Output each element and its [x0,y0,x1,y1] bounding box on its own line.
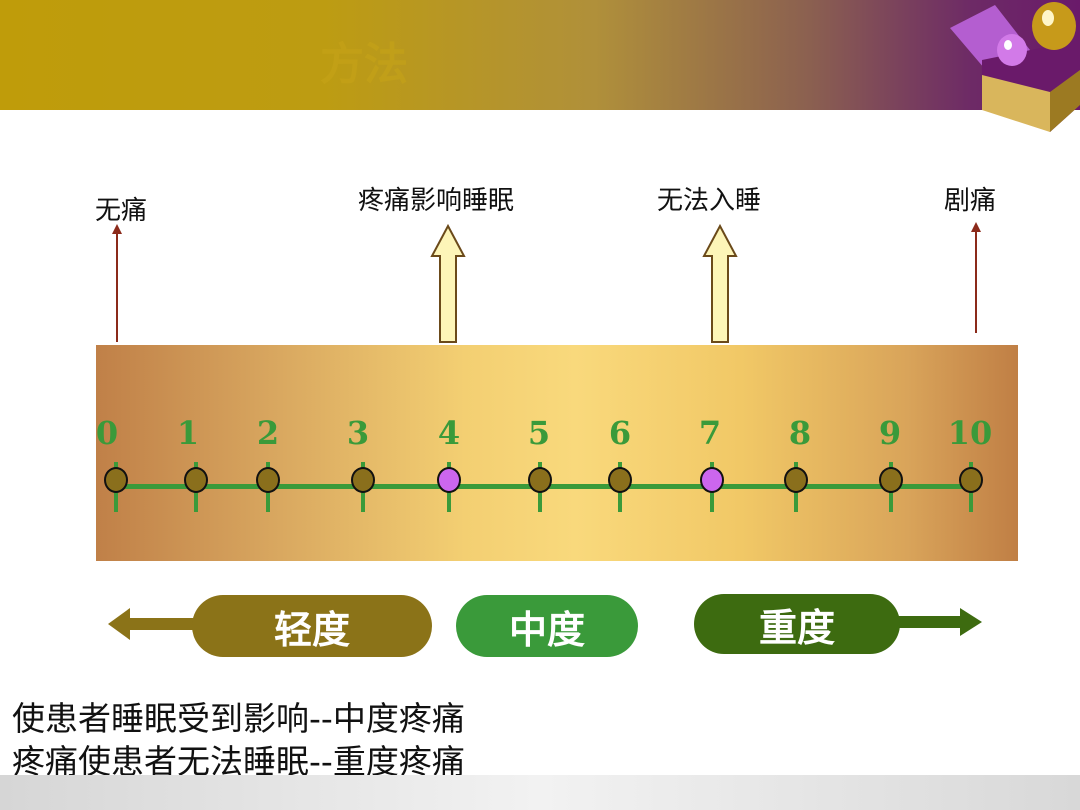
label-severe-pain: 剧痛 [944,186,997,216]
slide-title: 方法 [320,39,408,90]
scale-point [256,467,280,493]
scale-point [528,467,552,493]
scale-point [879,467,903,493]
scale-number: 5 [527,414,551,452]
scale-number: 6 [608,414,632,452]
mild-pill: 轻度 [192,595,432,657]
right-arrow-icon [890,608,982,636]
scale-number: 8 [788,414,812,452]
scale-point [351,467,375,493]
thin-arrow-icon [971,222,981,333]
label-no-pain: 无痛 [95,196,148,226]
thin-arrow-icon [112,224,122,342]
hollow-arrow-icon [702,223,738,343]
moderate-pill: 中度 [456,595,638,657]
scale-number: 2 [256,414,280,452]
bottom-strip [0,775,1080,810]
left-arrow-icon [108,608,205,640]
header-banner [0,0,1080,110]
scale-point [608,467,632,493]
scale-point [784,467,808,493]
footer-line-2: 疼痛使患者无法睡眠--重度疼痛 [12,742,465,781]
scale-point [104,467,128,493]
severe-pill: 重度 [694,594,900,654]
scale-number: 1 [176,414,200,452]
gift-box-decoration-icon [950,2,1080,132]
arrows-layer [112,222,981,343]
scale-point [184,467,208,493]
label-cannot-sleep: 无法入睡 [657,186,762,216]
scale-point [437,467,461,493]
direction-arrows [108,608,982,640]
scale-number: 10 [947,414,993,452]
scale-point [700,467,724,493]
scale-number: 0 [95,414,119,452]
scale-number: 7 [698,414,722,452]
scale-number: 4 [437,414,461,452]
footer-line-1: 使患者睡眠受到影响--中度疼痛 [12,699,465,738]
scale-point [959,467,983,493]
hollow-arrow-icon [430,223,466,343]
scale-number: 9 [878,414,902,452]
label-affects-sleep: 疼痛影响睡眠 [358,186,515,216]
scale-number: 3 [346,414,370,452]
pain-scale-band [96,345,1018,561]
